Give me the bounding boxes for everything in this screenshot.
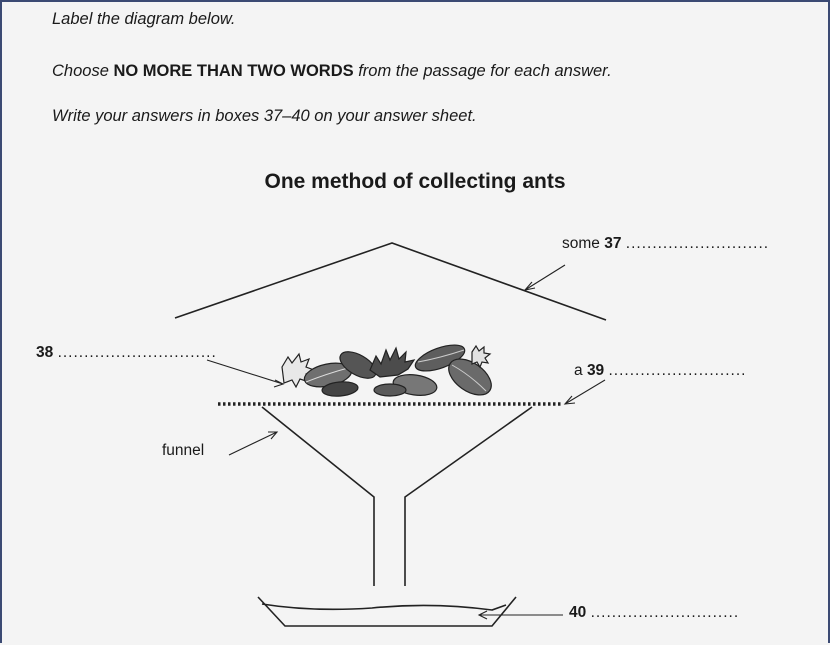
funnel-shape <box>261 406 533 586</box>
instruction-word-limit: Choose NO MORE THAN TWO WORDS from the p… <box>52 62 612 80</box>
diagram-title: One method of collecting ants <box>264 170 566 193</box>
answer-blank-38[interactable]: .............................. <box>57 344 217 361</box>
cover-roof <box>174 242 607 321</box>
answer-blank-40[interactable]: ............................ <box>590 604 740 621</box>
label-question-40: 40 ............................ <box>569 604 740 621</box>
label-funnel: funnel <box>162 442 205 459</box>
label-question-39: a 39 .......................... <box>574 362 747 379</box>
label-question-38: 38 .............................. <box>36 344 217 361</box>
leader-arrows <box>206 264 606 620</box>
instruction-answer-boxes: Write your answers in boxes 37–40 on you… <box>52 107 477 125</box>
answer-blank-39[interactable]: .......................... <box>608 362 747 379</box>
instruction-label-diagram: Label the diagram below. <box>52 10 236 28</box>
answer-blank-37[interactable]: ........................... <box>625 235 770 252</box>
collection-dish <box>257 596 517 627</box>
label-question-37: some 37 ........................... <box>562 235 770 252</box>
word-limit-emphasis: NO MORE THAN TWO WORDS <box>113 62 354 80</box>
leaf-litter <box>281 344 492 397</box>
